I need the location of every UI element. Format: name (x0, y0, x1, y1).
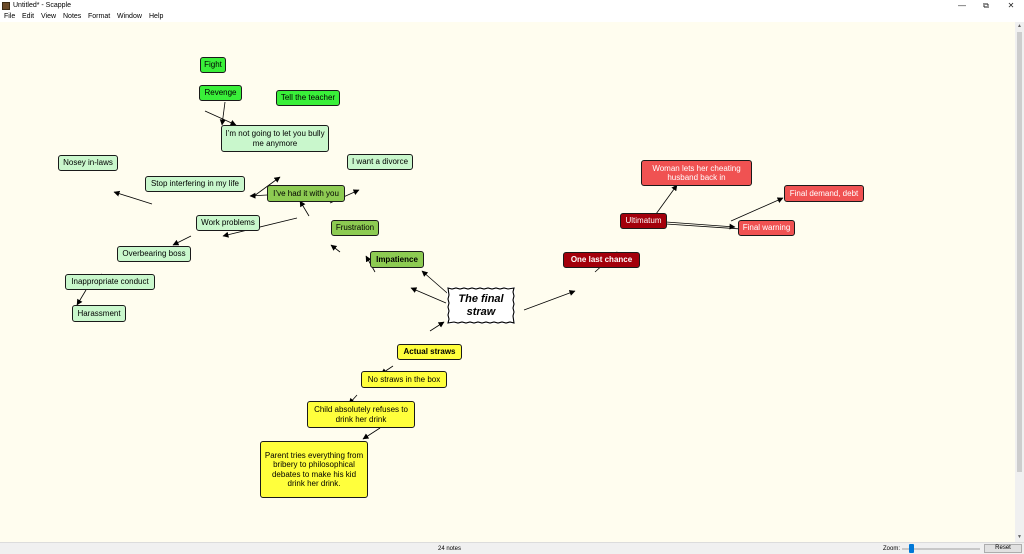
connector-arrow (429, 321, 445, 332)
connector-arrow (299, 200, 310, 217)
notes-count: 24 notes (438, 546, 462, 552)
connector-arrow (362, 427, 381, 440)
note-inappropriate-conduct[interactable]: Inappropriate conduct (65, 274, 155, 290)
note-frustration[interactable]: Frustration (331, 220, 379, 236)
note-parent-tries-everything[interactable]: Parent tries everything from bribery to … (260, 441, 368, 498)
note-fight[interactable]: Fight (200, 57, 226, 73)
connector-arrow (523, 290, 576, 311)
zoom-slider-handle[interactable] (909, 544, 915, 553)
note-impatience[interactable]: Impatience (370, 251, 424, 268)
connector-arrow (249, 192, 268, 199)
reset-zoom-button[interactable]: Reset (984, 544, 1022, 553)
note-the-final-straw[interactable]: The final straw (447, 287, 515, 324)
connector-arrow (665, 221, 736, 230)
connector-arrow (730, 197, 784, 222)
menu-notes[interactable]: Notes (63, 13, 82, 20)
note-actual-straws[interactable]: Actual straws (397, 344, 462, 360)
close-icon[interactable]: ✕ (1007, 1, 1015, 10)
connector-arrow (222, 217, 298, 238)
note-stop-interfering[interactable]: Stop interfering in my life (145, 176, 245, 192)
zoom-slider-track[interactable] (902, 548, 980, 550)
scroll-down-icon[interactable]: ▼ (1017, 534, 1022, 540)
menu-file[interactable]: File (4, 13, 16, 20)
connector-arrow (76, 289, 87, 306)
menu-format[interactable]: Format (88, 13, 111, 20)
mind-map-canvas[interactable]: Fight Revenge Tell the teacher I’m not g… (0, 22, 1015, 542)
note-not-going-to-let-you[interactable]: I’m not going to let you bully me anymor… (221, 125, 329, 152)
note-i-want-a-divorce[interactable]: I want a divorce (347, 154, 413, 170)
connector-arrow (330, 244, 341, 253)
note-one-last-chance[interactable]: One last chance (563, 252, 640, 268)
scrollbar-thumb[interactable] (1017, 32, 1022, 472)
scroll-up-icon[interactable]: ▲ (1017, 23, 1022, 29)
note-overbearing-boss[interactable]: Overbearing boss (117, 246, 191, 262)
scapple-app-icon (2, 2, 10, 10)
connector-arrow (113, 190, 153, 205)
wavy-border (447, 287, 515, 324)
connector-arrow (410, 287, 447, 304)
menu-window[interactable]: Window (117, 13, 142, 20)
vertical-scrollbar[interactable]: ▲ ▼ (1015, 22, 1024, 542)
zoom-label: Zoom: (883, 546, 901, 552)
note-revenge[interactable]: Revenge (199, 85, 242, 101)
status-bar: 24 notes Zoom: Reset (0, 542, 1024, 554)
minimize-icon[interactable]: — (958, 1, 966, 10)
note-ive-had-it-with-you[interactable]: I’ve had it with you (267, 185, 345, 202)
note-nosey-in-laws[interactable]: Nosey in-laws (58, 155, 118, 171)
note-final-demand-debt[interactable]: Final demand, debt (784, 185, 864, 202)
note-ultimatum[interactable]: Ultimatum (620, 213, 667, 229)
maximize-icon[interactable]: ⧉ (983, 1, 989, 10)
note-final-warning[interactable]: Final warning (738, 220, 795, 236)
note-harassment[interactable]: Harassment (72, 305, 126, 322)
note-work-problems[interactable]: Work problems (196, 215, 260, 231)
note-no-straws-in-the-box[interactable]: No straws in the box (361, 371, 447, 388)
menu-view[interactable]: View (41, 13, 57, 20)
connector-arrow (204, 110, 237, 126)
menu-bar: File Edit View Notes Format Window Help (0, 12, 1024, 22)
connector-arrow (219, 101, 226, 126)
connector-arrow (172, 235, 192, 246)
window-title: Untitled* - Scapple (13, 2, 71, 9)
note-tell-the-teacher[interactable]: Tell the teacher (276, 90, 340, 106)
central-note-text: The final straw (458, 292, 504, 318)
connector-arrow (655, 184, 678, 215)
menu-help[interactable]: Help (149, 13, 164, 20)
note-woman-cheating-husband[interactable]: Woman lets her cheating husband back in (641, 160, 752, 186)
menu-edit[interactable]: Edit (22, 13, 35, 20)
note-child-refuses[interactable]: Child absolutely refuses to drink her dr… (307, 401, 415, 428)
title-bar: Untitled* - Scapple — ⧉ ✕ (0, 0, 1024, 12)
